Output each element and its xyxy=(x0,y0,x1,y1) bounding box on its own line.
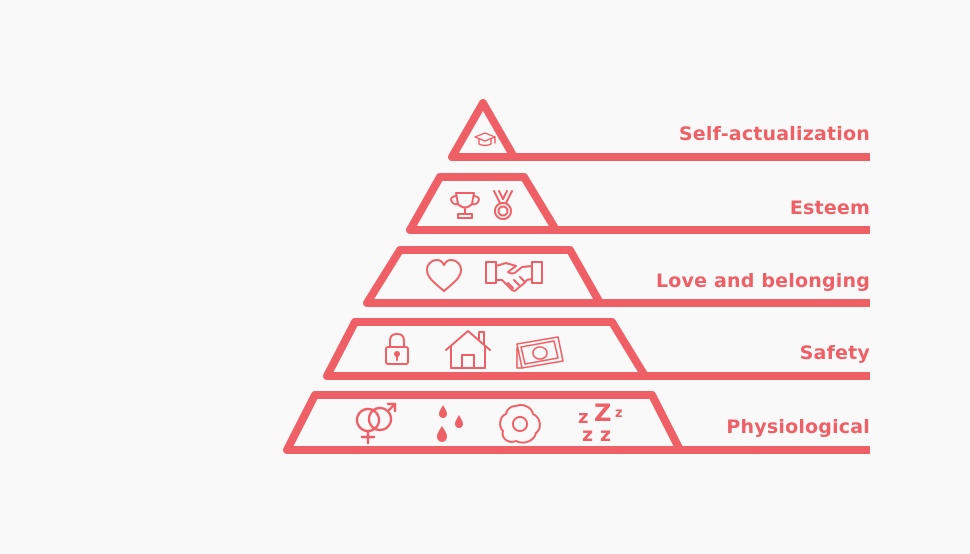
padlock-icon xyxy=(385,333,409,365)
tier-outline xyxy=(283,391,684,454)
level-label-physiological: Physiological xyxy=(726,416,870,438)
tier-outline xyxy=(448,99,518,161)
graduation-cap-icon xyxy=(474,132,496,147)
svg-text:z: z xyxy=(600,424,611,446)
house-icon xyxy=(445,330,491,369)
level-label-love-and-belonging: Love and belonging xyxy=(655,270,870,292)
svg-text:z: z xyxy=(578,407,588,428)
svg-text:z: z xyxy=(582,424,593,446)
handshake-icon xyxy=(485,261,543,292)
money-icon xyxy=(516,336,564,369)
level-label-self-actualization: Self-actualization xyxy=(678,123,870,145)
tier-bar xyxy=(514,153,870,161)
level-label-safety: Safety xyxy=(799,342,870,364)
tier-outline xyxy=(363,246,604,307)
water-drops-icon xyxy=(437,405,463,442)
level-label-esteem: Esteem xyxy=(789,197,870,219)
medal-icon xyxy=(493,190,513,220)
svg-text:Z: Z xyxy=(594,399,611,427)
pyramid-level-love-and-belonging xyxy=(363,246,870,307)
fried-egg-icon xyxy=(499,404,541,444)
tier-bar xyxy=(645,372,870,380)
pyramid-level-self-actualization xyxy=(448,99,870,161)
pyramid-level-safety xyxy=(323,318,870,380)
trophy-icon xyxy=(450,192,480,219)
gender-symbols-icon xyxy=(355,402,397,445)
pyramid-level-esteem xyxy=(406,173,870,234)
heart-icon xyxy=(426,259,462,292)
pyramid-level-physiological: z Z z z z xyxy=(283,391,870,454)
tier-outline xyxy=(406,173,560,234)
tier-bar xyxy=(600,299,870,307)
sleep-zzz-icon: z Z z z z xyxy=(578,399,623,446)
svg-text:z: z xyxy=(615,406,623,421)
tier-bar xyxy=(556,226,870,234)
tier-bar xyxy=(680,446,870,454)
